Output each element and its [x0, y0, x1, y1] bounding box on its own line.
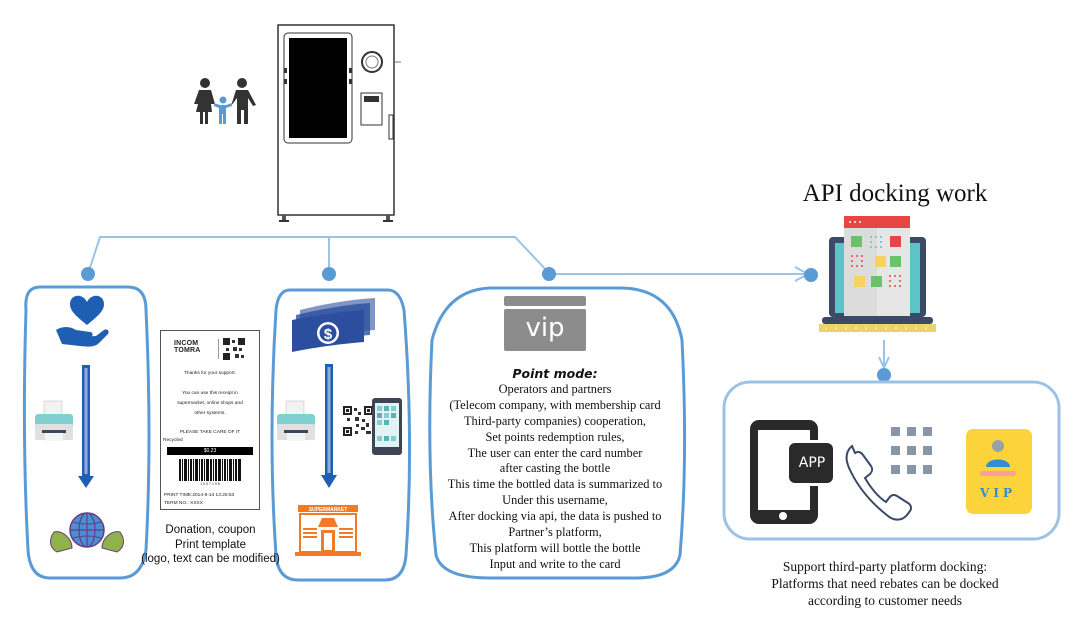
third-party-caption-line: Support third-party platform docking: — [782, 559, 988, 574]
panel-third-party — [722, 380, 1061, 541]
node-third-party — [877, 368, 891, 382]
money-stack-icon: $ — [292, 298, 375, 352]
node-api — [804, 268, 818, 282]
point-mode-line: Partner’s platform, — [508, 525, 602, 540]
receipt-print-time: PRINT TIME:2014-8-14 14:25:53 — [164, 493, 235, 498]
point-mode-line: Under this username, — [502, 493, 608, 508]
arrow-down-donation — [78, 365, 94, 488]
receipt-caption-line: Donation, coupon — [165, 524, 256, 536]
receipt-caption: Donation, coupon Print template (logo, t… — [128, 523, 293, 567]
point-mode-line: Third-party companies) cooperation, — [463, 413, 646, 428]
panel-donation — [22, 285, 151, 580]
receipt-care: PLEASE TAKE CARE OF IT — [179, 430, 241, 435]
smartphone-icon — [372, 398, 402, 455]
point-mode-line: Operators and partners — [498, 381, 612, 396]
node-coupon — [322, 267, 336, 281]
node-points — [542, 267, 556, 281]
receipt-use-line: supermarket, online shops and — [177, 401, 243, 406]
receipt-term-no: TERM NO.: XXXX — [164, 501, 203, 506]
receipt-template: INCOM TOMRA Thanks for your support. You… — [160, 330, 260, 510]
point-mode-title: Point mode: — [512, 366, 598, 381]
diagram-title: API docking work — [802, 180, 988, 207]
point-mode-line: This time the bottled data is summarized… — [447, 477, 663, 492]
panel-points — [428, 286, 687, 580]
mobile-app-icon — [750, 420, 836, 524]
globe-leaves-icon — [49, 512, 125, 553]
printer-icon — [277, 400, 315, 441]
node-donation — [81, 267, 95, 281]
receipt-use-line: You can use this receipt in — [182, 391, 238, 396]
third-party-caption-line: Platforms that need rebates can be docke… — [771, 576, 999, 591]
receipt-logo-divider — [218, 339, 219, 359]
third-party-caption: Support third-party platform docking: Pl… — [730, 558, 1040, 609]
printer-icon — [35, 400, 73, 441]
receipt-caption-line: (logo, text can be modified) — [141, 553, 280, 565]
receipt-amount: $0.23 — [167, 447, 253, 455]
receipt-caption-line: Print template — [175, 538, 246, 551]
point-mode-line: (Telecom company, with membership card — [449, 397, 661, 412]
receipt-thanks: Thanks for your support. — [184, 371, 236, 376]
vending-machine-icon — [277, 24, 395, 222]
receipt-use-line: other systems. — [194, 411, 226, 416]
arrow-down-coupon — [321, 364, 337, 488]
receipt-logo: INCOM TOMRA — [174, 340, 201, 354]
phone-keypad-icon — [845, 427, 932, 521]
vip-member-card-label: VIP — [980, 486, 1016, 500]
point-mode-description: Point mode: Operators and partners (Tele… — [432, 366, 678, 573]
qr-code-icon — [343, 406, 373, 436]
point-mode-line: Input and write to the card — [489, 556, 621, 571]
vip-card-icon — [504, 296, 586, 351]
svg-text:$: $ — [324, 326, 333, 343]
app-label: APP — [798, 455, 826, 471]
point-mode-line: This platform will bottle the bottle — [469, 540, 641, 555]
point-mode-line: Set points redemption rules, — [485, 429, 625, 444]
point-mode-line: After docking via api, the data is pushe… — [448, 509, 662, 524]
supermarket-icon — [295, 505, 361, 556]
receipt-brand-line2: TOMRA — [174, 347, 201, 354]
point-mode-line: The user can enter the card number — [467, 445, 643, 460]
receipt-barcode-icon — [179, 459, 241, 481]
heart-in-hand-icon — [56, 295, 109, 347]
vip-card-label: vip — [525, 313, 565, 343]
connector-nodes — [81, 267, 891, 382]
receipt-brand-line1: INCOM — [174, 340, 199, 347]
receipt-qr-icon — [223, 338, 245, 360]
family-icon — [194, 78, 256, 124]
laptop-api-icon — [819, 216, 936, 332]
supermarket-sign: SUPERMARKET — [308, 507, 348, 513]
panel-coupon — [270, 288, 412, 582]
receipt-barcode-digits: 1 0 0 7 1 0 8 — [200, 482, 220, 486]
connector-main — [87, 236, 549, 275]
vip-member-card-icon — [966, 429, 1032, 514]
third-party-caption-line: according to customer needs — [807, 593, 963, 608]
receipt-recycled-label: Recycled — [163, 438, 183, 443]
point-mode-line: after casting the bottle — [499, 461, 611, 476]
